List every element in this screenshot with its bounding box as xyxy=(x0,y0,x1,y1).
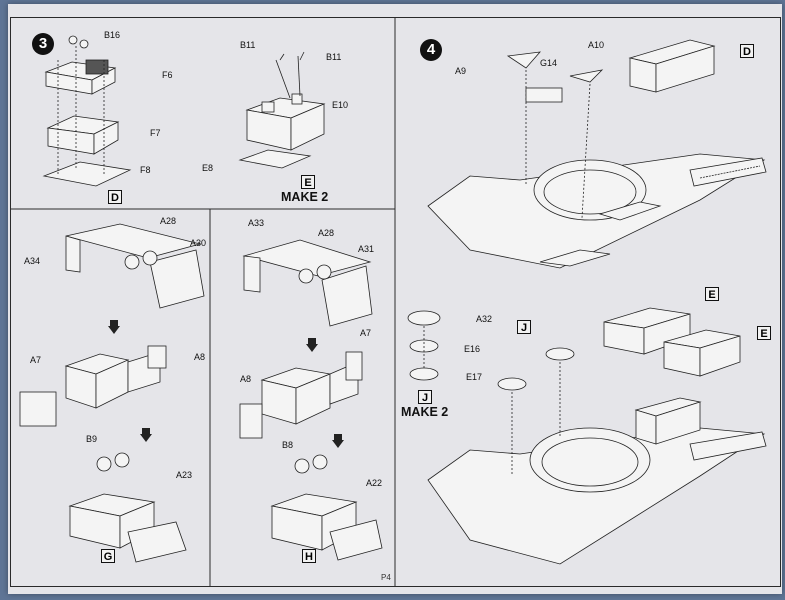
part-label-b9: B9 xyxy=(86,434,98,444)
part-label-e8: E8 xyxy=(202,163,214,173)
part-label-e16: E16 xyxy=(464,344,481,354)
assembly-d xyxy=(42,35,132,187)
subassembly-tag-d-step4: D xyxy=(740,44,754,58)
part-label-a10: A10 xyxy=(588,40,605,50)
part-label-b8: B8 xyxy=(282,440,294,450)
hull-upper xyxy=(427,39,767,269)
step-3-number: 3 xyxy=(32,33,54,55)
arrow-down-icon xyxy=(306,338,318,352)
part-label-a28-g: A28 xyxy=(160,216,177,226)
part-label-a22: A22 xyxy=(366,478,383,488)
subassembly-tag-j-placed-1: J xyxy=(517,320,531,334)
part-label-a7-h: A7 xyxy=(360,328,372,338)
part-label-a28-h: A28 xyxy=(318,228,335,238)
part-label-a34: A34 xyxy=(24,256,41,266)
part-label-f6: F6 xyxy=(162,70,173,80)
part-label-e10: E10 xyxy=(332,100,349,110)
part-label-g14: G14 xyxy=(540,58,558,68)
part-label-a9: A9 xyxy=(455,66,467,76)
assembly-g xyxy=(19,223,205,563)
part-label-f8: F8 xyxy=(140,165,151,175)
assembly-j xyxy=(407,310,441,381)
part-label-e17: E17 xyxy=(466,372,483,382)
subassembly-tag-g: G xyxy=(101,549,115,563)
arrow-down-icon xyxy=(140,428,152,442)
part-label-b11-right: B11 xyxy=(326,52,342,62)
arrow-down-icon xyxy=(108,320,120,334)
subassembly-tag-d: D xyxy=(108,190,122,204)
assembly-e xyxy=(238,51,326,169)
part-label-a8-h: A8 xyxy=(240,374,252,384)
part-label-a32: A32 xyxy=(476,314,493,324)
part-label-a30: A30 xyxy=(190,238,207,248)
part-label-a31: A31 xyxy=(358,244,375,254)
subassembly-tag-h: H xyxy=(302,549,316,563)
part-label-b11-left: B11 xyxy=(240,40,256,50)
part-label-a23: A23 xyxy=(176,470,193,480)
subassembly-tag-e-step4-1: E xyxy=(705,287,719,301)
hull-lower xyxy=(427,307,767,565)
subassembly-tag-e-step4-2: E xyxy=(757,326,771,340)
part-label-a33: A33 xyxy=(248,218,265,228)
subassembly-tag-e: E xyxy=(301,175,315,189)
part-label-b16: B16 xyxy=(104,30,121,40)
part-label-a7-g: A7 xyxy=(30,355,42,365)
page-number: P4 xyxy=(381,573,391,582)
subassembly-tag-j: J xyxy=(418,390,432,404)
part-label-a8-g: A8 xyxy=(194,352,206,362)
part-label-f7: F7 xyxy=(150,128,161,138)
assembly-h xyxy=(239,239,383,561)
step-4-number: 4 xyxy=(420,39,442,61)
make-2-instruction-e: MAKE 2 xyxy=(281,190,329,204)
make-2-instruction-j: MAKE 2 xyxy=(401,405,449,419)
arrow-down-icon xyxy=(332,434,344,448)
